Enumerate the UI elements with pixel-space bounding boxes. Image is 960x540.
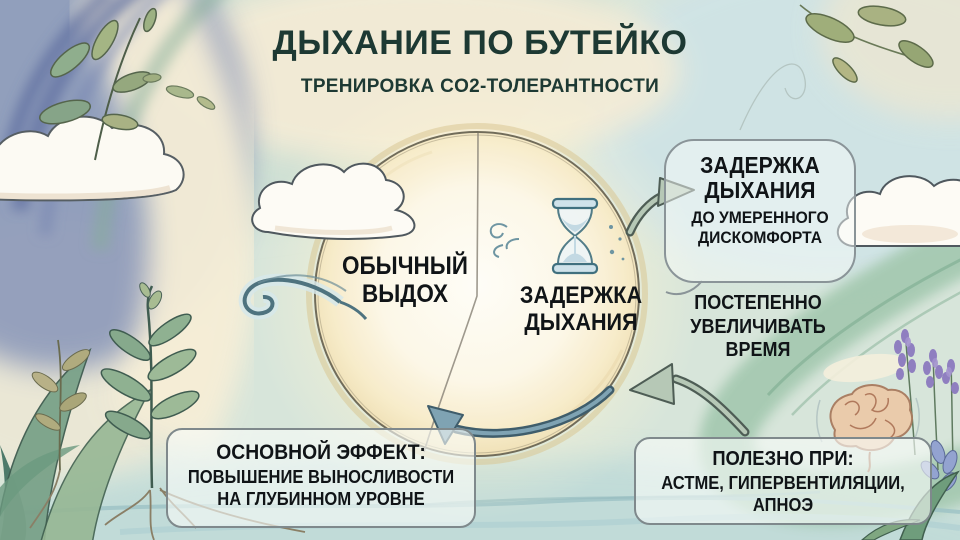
cloud-right	[837, 175, 960, 247]
callout-useful-title: ПОЛЕЗНО ПРИ:	[712, 448, 854, 470]
callout-hold-title: ЗАДЕРЖКА ДЫХАНИЯ	[700, 152, 820, 203]
sketch-curl	[739, 63, 806, 131]
breath-marks	[489, 223, 520, 258]
callout-hold-subtitle: ДО УМЕРЕННОГО ДИСКОМФОРТА	[691, 207, 829, 247]
cycle-label-exhale: ОБЫЧНЫЙ ВЫДОХ	[342, 252, 468, 308]
callout-useful-text: АСТМЕ, ГИПЕРВЕНТИЛЯЦИИ, АПНОЭ	[661, 473, 905, 515]
callout-hold-bubble: ЗАДЕРЖКА ДЫХАНИЯ ДО УМЕРЕННОГО ДИСКОМФОР…	[664, 139, 856, 283]
bubble-dots	[609, 225, 625, 261]
callout-effect-text: ПОВЫШЕНИЕ ВЫНОСЛИВОСТИ НА ГЛУБИННОМ УРОВ…	[187, 467, 455, 509]
foliage-top-right	[799, 4, 934, 83]
foliage-top-left	[39, 7, 157, 161]
wind-swirl-icon	[238, 273, 368, 320]
floating-leaves	[142, 73, 216, 110]
callout-effect-title: ОСНОВНОЙ ЭФФЕКТ:	[216, 441, 426, 464]
callout-useful-box: ПОЛЕЗНО ПРИ: АСТМЕ, ГИПЕРВЕНТИЛЯЦИИ, АПН…	[634, 437, 932, 525]
bubble-tail	[665, 280, 703, 296]
arrow-cycle	[427, 385, 615, 445]
callout-effect-box: ОСНОВНОЙ ЭФФЕКТ: ПОВЫШЕНИЕ ВЫНОСЛИВОСТИ …	[166, 428, 476, 528]
arrow-return	[629, 363, 750, 437]
hourglass-icon	[489, 197, 625, 275]
divider-line	[423, 132, 479, 453]
cycle-label-hold: ЗАДЕРЖКА ДЫХАНИЯ	[519, 282, 643, 336]
lavender-illustration	[894, 329, 959, 471]
page-title: ДЫХАНИЕ ПО БУТЕЙКО	[272, 24, 688, 62]
page-subtitle: ТРЕНИРОВКА CO2-ТОЛЕРАНТНОСТИ	[300, 76, 660, 97]
cloud-center	[251, 162, 416, 240]
callout-increase: ПОСТЕПЕННО УВЕЛИЧИВАТЬ ВРЕМЯ	[690, 292, 826, 362]
